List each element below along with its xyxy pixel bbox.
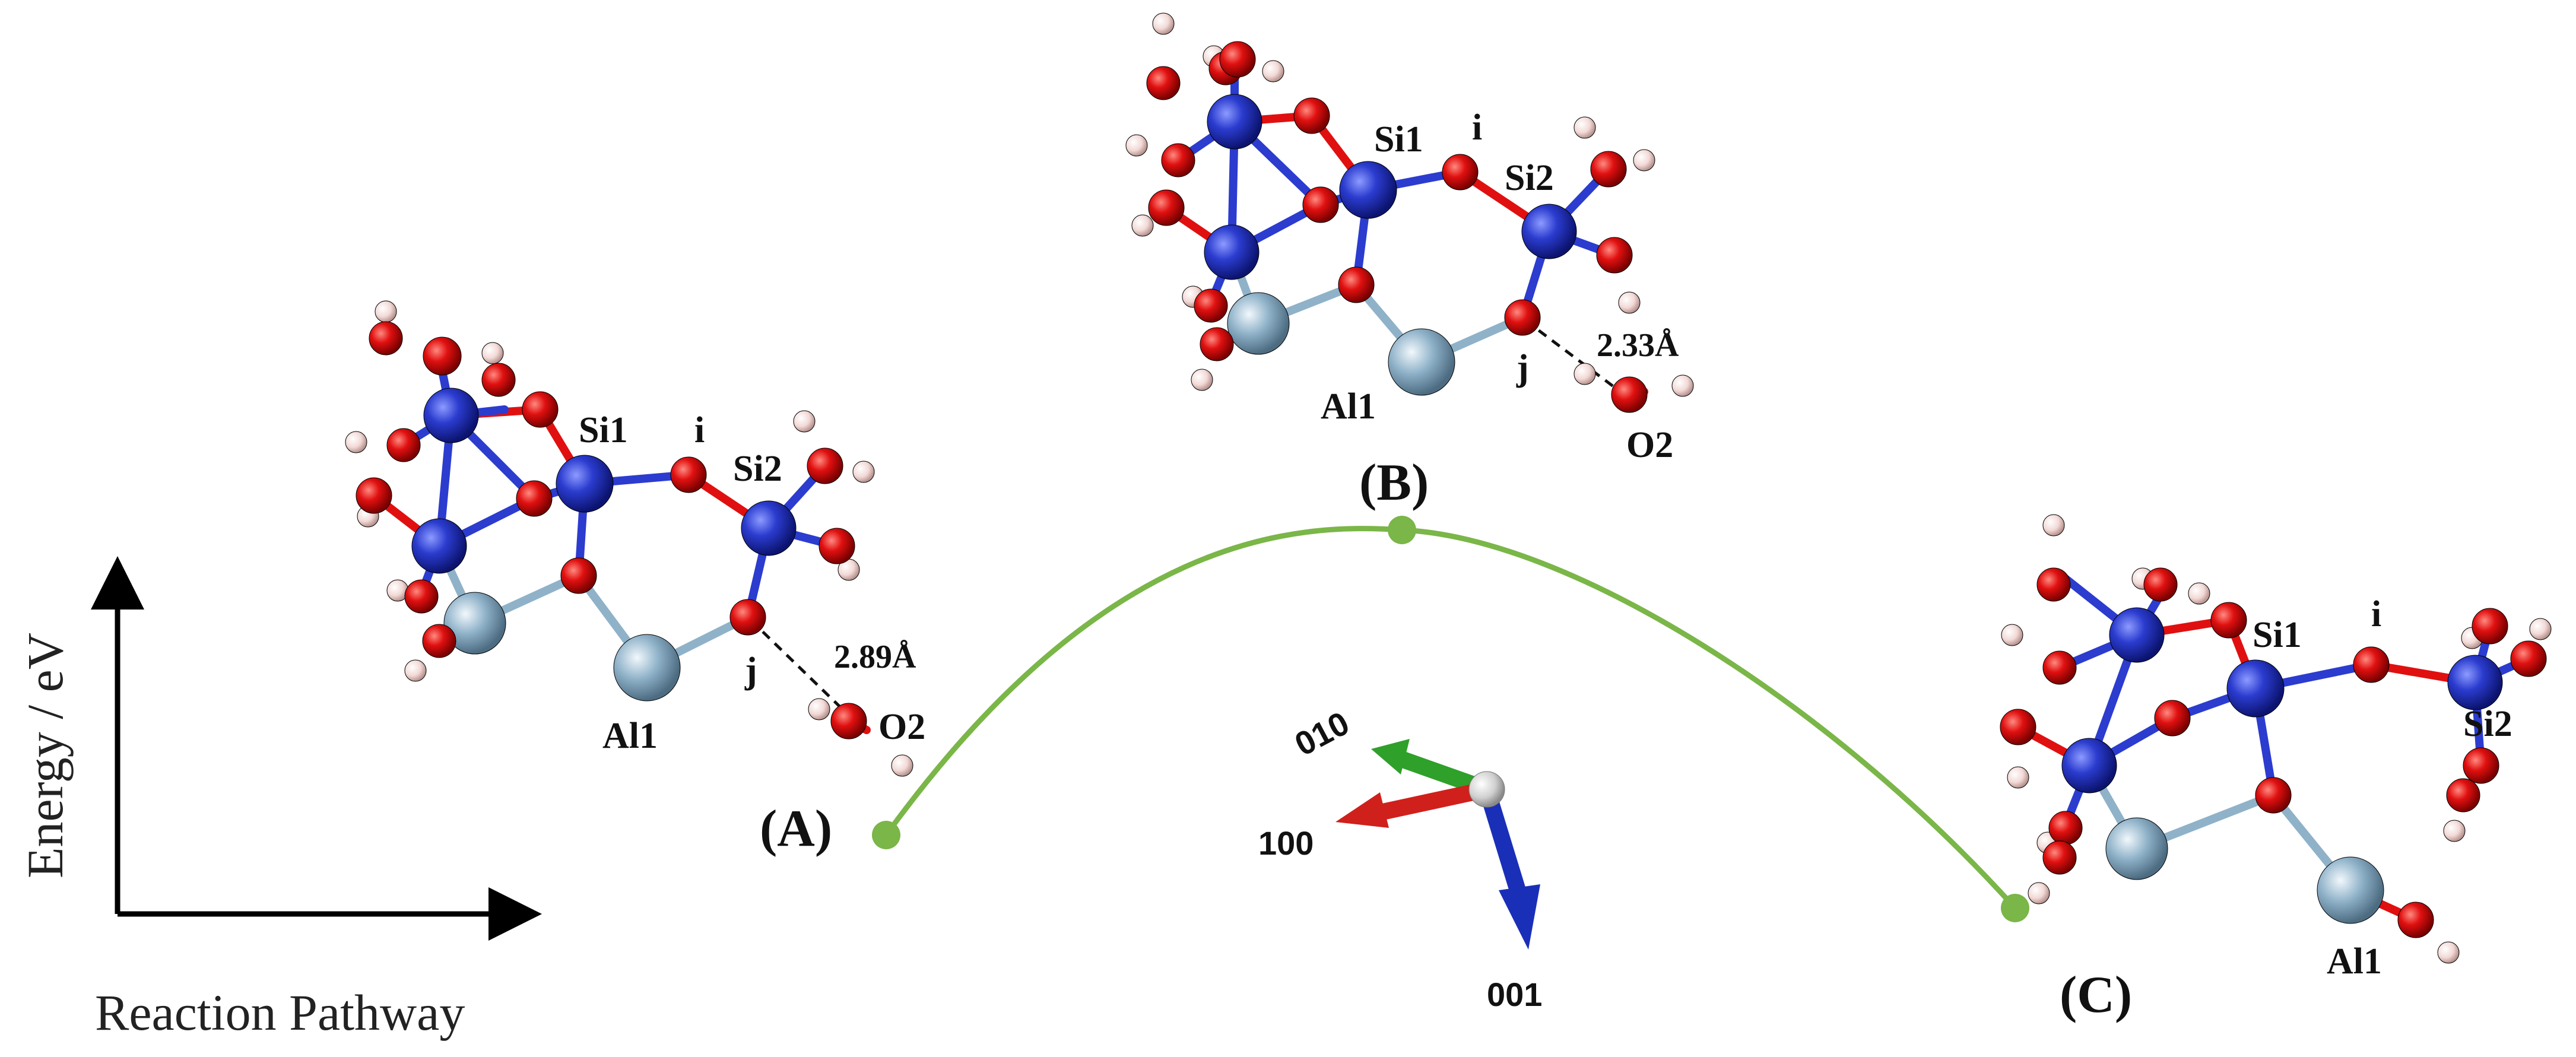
state-c-label: (C) [2060,966,2132,1024]
atom-label-i: i [2371,594,2381,634]
axis-arrow-100 [1369,781,1495,821]
atom-label-si1: Si1 [2253,615,2302,655]
axis-arrowhead-010 [1371,739,1410,775]
structure-a: Si1 i Si2 j Al1 O2 2.89Å [345,300,925,777]
orientation-indicator: 010 100 001 [1258,704,1542,1013]
x-axis-label: Reaction Pathway [95,984,465,1041]
reaction-pathway: (A) (B) (C) [760,454,2132,1024]
atom-label-j: j [1516,348,1529,388]
pathway-curve [884,526,2017,910]
atom-label-o2: O2 [1626,425,1673,465]
axis-label-001: 001 [1487,976,1542,1013]
state-a-label: (A) [760,800,832,858]
atom-label-si2: Si2 [2463,704,2512,744]
energy-axes: Energy / eV Reaction Pathway [17,556,542,1041]
axis-arrow-001 [1479,781,1528,904]
axis-arrowhead-100 [1335,792,1389,828]
atom-label-j: j [744,650,757,691]
structure-b: Si1 i Si2 j Al1 O2 2.33Å [1125,12,1694,465]
distance-label-a: 2.89Å [834,639,916,675]
atom-label-si1: Si1 [1374,119,1423,160]
distance-label-b: 2.33Å [1597,327,1679,364]
state-b-point [1388,516,1416,544]
atom-label-i: i [694,410,705,450]
axis-origin [1468,771,1505,808]
state-c-point [2001,894,2029,922]
hbond-b [1524,319,1622,393]
atom-label-si2: Si2 [1505,158,1554,198]
state-a-point [872,821,900,849]
hbond-a [750,619,856,722]
structure-c: Si1 i Si2 Al1 [2000,514,2552,982]
atom-label-si2: Si2 [733,449,782,489]
atom-label-o2: O2 [878,707,925,747]
y-axis-label: Energy / eV [17,633,74,878]
axis-label-010: 010 [1289,704,1355,763]
atom-label-i: i [1472,107,1482,148]
axis-arrowhead-001 [1499,884,1540,950]
atom-label-al1: Al1 [602,716,658,756]
atom-label-al1: Al1 [2327,941,2382,982]
atom-label-si1: Si1 [579,410,628,450]
state-b-label: (B) [1359,454,1429,512]
atom-label-al1: Al1 [1321,386,1376,427]
axis-label-100: 100 [1258,824,1314,862]
